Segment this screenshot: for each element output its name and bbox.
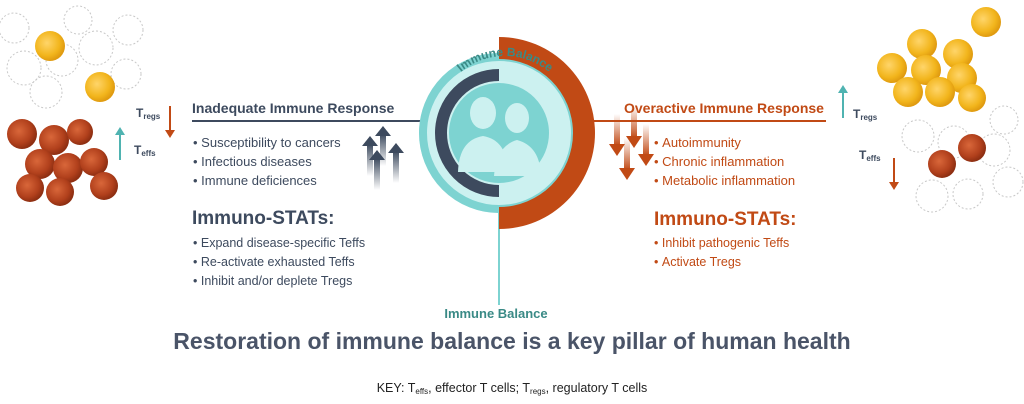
right-stats-bullets: Inhibit pathogenic Teffs Activate Tregs bbox=[654, 234, 789, 272]
left-cell-cluster bbox=[0, 5, 144, 206]
left-treg-down-arrow-icon bbox=[165, 106, 175, 138]
overactive-response-title: Overactive Immune Response bbox=[624, 100, 824, 116]
inadequate-response-title: Inadequate Immune Response bbox=[192, 100, 395, 116]
overactive-bullets: Autoimmunity Chronic inflammation Metabo… bbox=[654, 133, 795, 190]
inadequate-bullets: Susceptibility to cancers Infectious dis… bbox=[193, 133, 341, 190]
list-item: Metabolic inflammation bbox=[654, 171, 795, 190]
right-teff-label: Teffs bbox=[859, 148, 881, 163]
list-item: Chronic inflammation bbox=[654, 152, 795, 171]
up-arrows-icon bbox=[362, 126, 404, 190]
list-item: Infectious diseases bbox=[193, 152, 341, 171]
right-treg-label: Tregs bbox=[853, 107, 878, 122]
right-cell-cluster bbox=[877, 7, 1024, 213]
overactive-half-arc bbox=[499, 37, 595, 229]
right-stats-heading: Immuno-STATs: bbox=[654, 209, 797, 230]
list-item: Inhibit and/or deplete Tregs bbox=[193, 272, 365, 291]
two-people-icon bbox=[458, 97, 541, 176]
down-arrows-icon bbox=[609, 106, 654, 180]
right-treg-up-arrow-icon bbox=[838, 85, 848, 118]
key-legend: KEY: Teffs, effector T cells; Tregs, reg… bbox=[376, 381, 648, 396]
list-item: Re-activate exhausted Teffs bbox=[193, 253, 365, 272]
immune-balance-label: Immune Balance bbox=[444, 306, 548, 321]
left-teff-up-arrow-icon bbox=[115, 127, 125, 160]
left-stats-bullets: Expand disease-specific Teffs Re-activat… bbox=[193, 234, 365, 291]
list-item: Immune deficiences bbox=[193, 171, 341, 190]
list-item: Susceptibility to cancers bbox=[193, 133, 340, 152]
headline: Restoration of immune balance is a key p… bbox=[173, 328, 851, 354]
list-item: Expand disease-specific Teffs bbox=[193, 234, 365, 253]
immune-balance-dial: Immune Balance bbox=[419, 37, 595, 229]
inadequate-half-arc bbox=[435, 69, 500, 197]
right-teff-down-arrow-icon bbox=[889, 158, 899, 190]
left-stats-heading: Immuno-STATs: bbox=[192, 208, 335, 229]
left-teff-label: Teffs bbox=[134, 143, 156, 158]
list-item: Autoimmunity bbox=[654, 133, 795, 152]
list-item: Activate Tregs bbox=[654, 253, 789, 272]
left-treg-label: Tregs bbox=[136, 106, 161, 121]
list-item: Inhibit pathogenic Teffs bbox=[654, 234, 789, 253]
